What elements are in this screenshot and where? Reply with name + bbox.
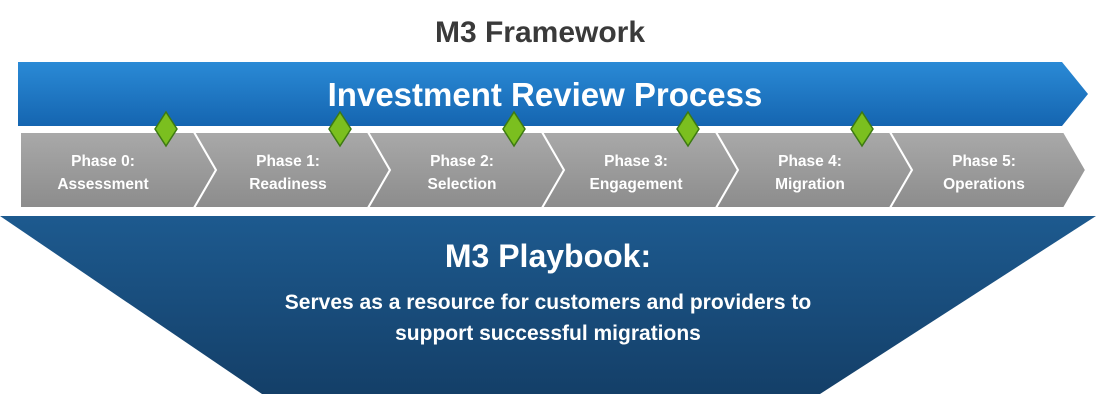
phase-chevrons: Phase 0: Assessment Phase 1: Readiness Phase…	[19, 131, 1088, 209]
phase-name-label: Selection	[428, 176, 497, 193]
phase-chevron	[714, 131, 914, 209]
phase-number-label: Phase 3:	[604, 153, 668, 170]
phase-name-label: Assessment	[57, 176, 148, 193]
playbook-title: M3 Playbook:	[445, 238, 651, 274]
phase-name-label: Migration	[775, 176, 845, 193]
phase-number-label: Phase 5:	[952, 153, 1016, 170]
milestone-diamond-icon	[154, 110, 178, 148]
milestone-markers	[154, 110, 874, 148]
milestone-diamond-icon	[676, 110, 700, 148]
phase-chevron	[192, 131, 392, 209]
milestone-diamond-icon	[502, 110, 526, 148]
phase-number-label: Phase 2:	[430, 153, 494, 170]
phase-number-label: Phase 1:	[256, 153, 320, 170]
phase-number-label: Phase 0:	[71, 153, 135, 170]
playbook-description-line: Serves as a resource for customers and p…	[285, 291, 811, 314]
phase-name-label: Readiness	[249, 176, 327, 193]
playbook-funnel	[0, 216, 1096, 394]
phase-chevron	[366, 131, 566, 209]
investment-review-banner	[18, 62, 1088, 126]
playbook-description-line: support successful migrations	[395, 322, 701, 345]
milestone-diamond-icon	[850, 110, 874, 148]
page-title: M3 Framework	[435, 16, 645, 49]
phase-name-label: Engagement	[589, 176, 682, 193]
phase-name-label: Operations	[943, 176, 1025, 193]
phase-chevron	[888, 131, 1088, 209]
milestone-diamond-icon	[328, 110, 352, 148]
phase-chevron	[19, 131, 218, 209]
phase-number-label: Phase 4:	[778, 153, 842, 170]
investment-review-label: Investment Review Process	[328, 76, 763, 113]
phase-chevron	[540, 131, 740, 209]
